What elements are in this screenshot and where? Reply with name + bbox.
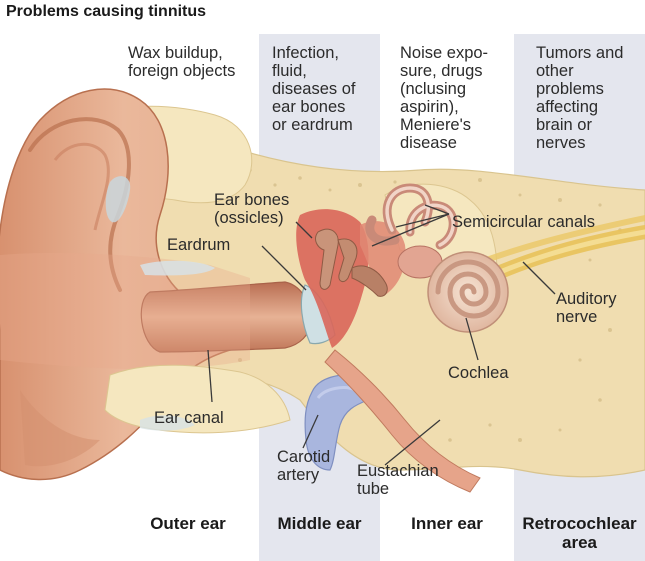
- cause-retrocochlear: Tumors and other problems affecting brai…: [536, 44, 624, 152]
- pinna-cartilage-2: [140, 260, 215, 276]
- ear-canal-shape: [140, 281, 313, 353]
- cause-outer-ear: Wax buildup, foreign objects: [128, 44, 236, 80]
- eustachian-tube-shape: [324, 349, 481, 493]
- pinna-cartilage-1: [105, 176, 131, 223]
- leader-lines: [207, 204, 556, 466]
- region-middle-ear: Middle ear: [277, 514, 362, 533]
- ossicle-stapes: [351, 265, 388, 297]
- antihelix: [53, 142, 110, 231]
- lower-cartilage: [140, 415, 195, 431]
- diagram-title: Problems causing tinnitus: [6, 3, 207, 20]
- region-retrocochlear: Retrocochlear area: [522, 514, 637, 552]
- label-semicircular-canals: Semicircular canals: [452, 213, 596, 231]
- label-eustachian-tube: Eustachian tube: [357, 462, 439, 498]
- ear-lobe-shade: [20, 390, 100, 467]
- cochlea-shape: [427, 251, 509, 333]
- skin-overlay: [0, 253, 250, 369]
- label-cochlea: Cochlea: [448, 364, 509, 382]
- region-inner-ear: Inner ear: [411, 514, 483, 533]
- region-outer-ear: Outer ear: [150, 514, 226, 533]
- ossicle-incus: [337, 238, 358, 283]
- pinna: [0, 88, 251, 481]
- label-carotid-artery: Carotid artery: [277, 448, 331, 484]
- label-ear-bones: Ear bones (ossicles): [214, 191, 290, 227]
- ossicle-malleus: [315, 228, 339, 290]
- pinna-fold: [28, 117, 131, 292]
- cause-middle-ear: Infection, fluid, diseases of ear bones …: [272, 44, 356, 134]
- label-ear-canal: Ear canal: [154, 409, 224, 427]
- cause-inner-ear: Noise expo- sure, drugs (nclusing aspiri…: [400, 44, 489, 152]
- label-eardrum: Eardrum: [167, 236, 231, 254]
- label-auditory-nerve: Auditory nerve: [556, 290, 617, 326]
